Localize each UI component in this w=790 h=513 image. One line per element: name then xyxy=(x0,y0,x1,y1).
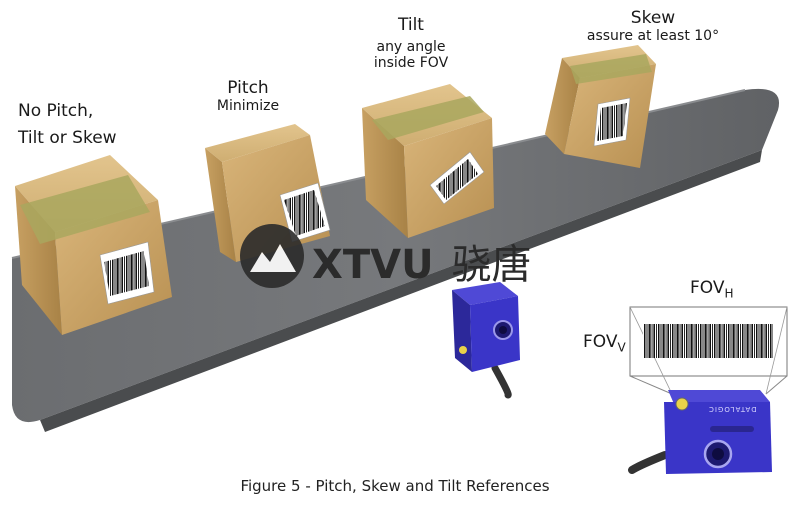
label-fov-h-main: FOV xyxy=(690,278,725,298)
label-tilt-sub2: inside FOV xyxy=(373,55,449,71)
label-skew: Skew assure at least 10° xyxy=(578,8,728,44)
label-no-pitch-line2: Tilt or Skew xyxy=(18,128,117,148)
label-no-pitch-line1: No Pitch, xyxy=(18,101,94,121)
watermark-logo xyxy=(240,224,304,288)
label-skew-sub: assure at least 10° xyxy=(586,28,720,44)
scanner-device-large xyxy=(664,402,772,474)
scanner-device-small xyxy=(452,282,520,399)
label-no-pitch: No Pitch, Tilt or Skew xyxy=(18,98,117,152)
label-pitch-sub: Minimize xyxy=(216,98,280,114)
label-tilt: Tilt any angle inside FOV xyxy=(366,15,456,71)
label-fov-v-sub: V xyxy=(617,340,626,355)
fov-barcode xyxy=(643,324,773,358)
box-skew xyxy=(545,45,656,168)
box-tilt xyxy=(362,84,494,238)
watermark-cjk: 骁唐 xyxy=(451,242,532,288)
scanner-brand-label: DATALOGIC xyxy=(708,405,757,413)
watermark-latin: XTVU xyxy=(312,242,434,288)
watermark-text: XTVU 骁唐 xyxy=(312,232,532,290)
box-pitch xyxy=(205,124,331,262)
label-fov-v: FOVV xyxy=(583,332,626,354)
fov-inset xyxy=(628,306,788,474)
label-skew-title: Skew xyxy=(630,8,676,28)
label-pitch-title: Pitch xyxy=(227,78,269,98)
label-tilt-sub1: any angle xyxy=(376,39,446,55)
figure-caption: Figure 5 - Pitch, Skew and Tilt Referenc… xyxy=(240,477,550,495)
label-fov-h-sub: H xyxy=(724,286,734,301)
label-fov-h: FOVH xyxy=(690,278,734,300)
label-pitch: Pitch Minimize xyxy=(208,78,288,114)
box-no-pitch xyxy=(15,155,172,335)
label-fov-v-main: FOV xyxy=(583,332,618,352)
label-tilt-title: Tilt xyxy=(398,15,424,35)
